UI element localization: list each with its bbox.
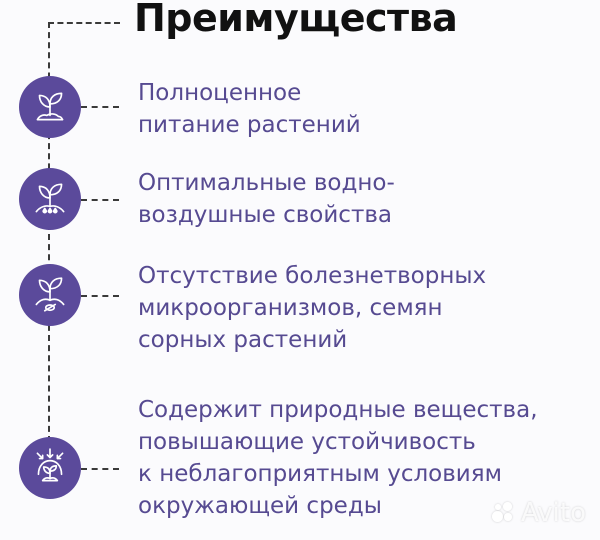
page-title: Преимущества [134,0,458,40]
protected-sprout-icon [19,437,81,499]
timeline-line [48,22,50,442]
connector-4 [81,468,119,470]
connector-3 [81,295,119,297]
benefit-text-1: Полноценное питание растений [138,80,361,138]
connector-2 [81,199,119,201]
benefit-text-4: Содержит природные вещества, повышающие … [138,397,538,519]
avito-watermark: Avito [492,498,586,528]
sprout-in-soil-icon [19,76,81,138]
connector-1 [81,106,119,108]
title-connector [48,22,120,24]
sprout-with-water-drops-icon [19,168,81,230]
sprout-with-crossed-pathogen-icon [19,264,81,326]
benefit-text-2: Оптимальные водно- воздушные свойства [138,170,395,228]
avito-logo-icon [492,502,518,524]
avito-watermark-text: Avito [521,498,586,528]
benefit-text-3: Отсутствие болезнетворных микроорганизмо… [138,263,487,353]
